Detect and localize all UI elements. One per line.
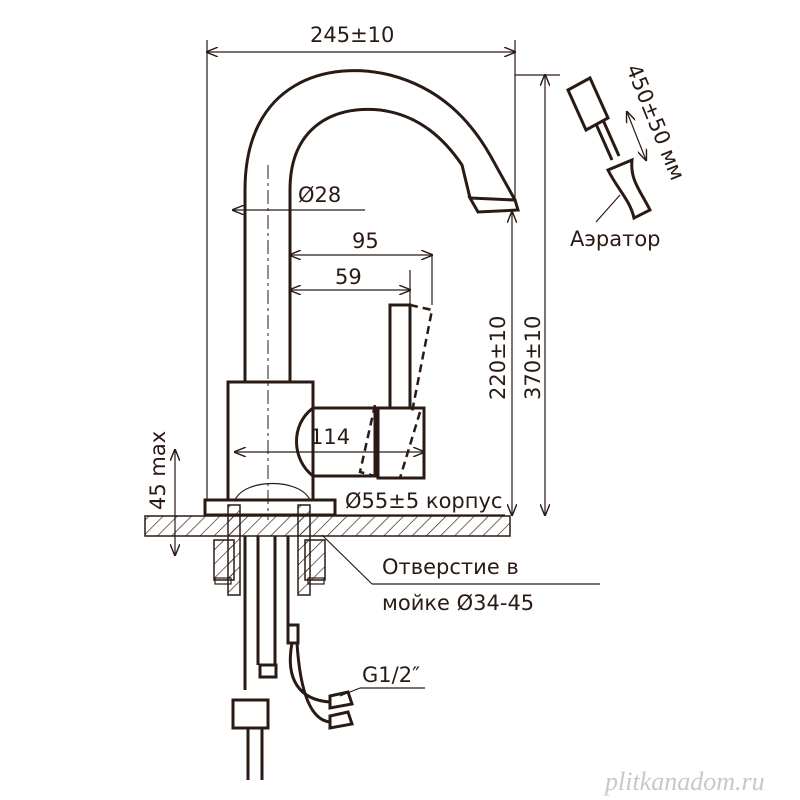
- lever-length-label: 114: [310, 425, 350, 449]
- pipe-diameter-label: Ø28: [298, 183, 341, 207]
- counter-thickness-label: 45 max: [146, 431, 170, 510]
- watermark: plitkanadom.ru: [603, 767, 765, 796]
- reach-95-label: 95: [352, 229, 379, 253]
- reach-59-label: 59: [335, 265, 362, 289]
- base-and-counter: [144, 483, 511, 596]
- spout-height-label: 220±10: [486, 316, 510, 400]
- aerator-detail: [566, 75, 653, 223]
- spout: [243, 69, 520, 520]
- body-diameter-label: Ø55±5 корпус: [345, 489, 502, 513]
- overall-width-label: 245±10: [310, 23, 394, 47]
- sink-hole-label-line2: мойке Ø34-45: [382, 591, 534, 615]
- thread-label: G1/2″: [362, 663, 420, 687]
- aerator-label: Аэратор: [570, 227, 661, 251]
- total-height-label: 370±10: [521, 316, 545, 400]
- mixer-body: [226, 303, 434, 502]
- dimension-lines: [175, 40, 600, 697]
- hoses: [231, 536, 354, 780]
- sink-hole-label-line1: Отверстие в: [382, 555, 519, 579]
